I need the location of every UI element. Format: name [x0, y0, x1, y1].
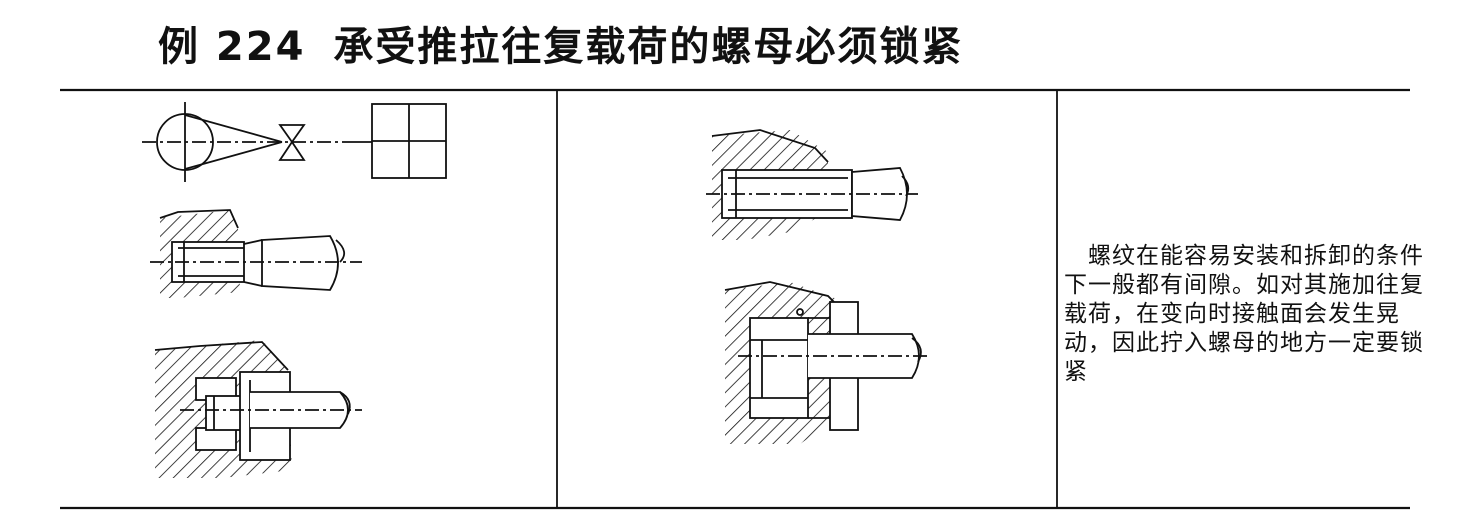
description-text: 螺纹在能容易安装和拆卸的条件下一般都有间隙。如对其施加往复载荷，在变向时接触面会… [1064, 242, 1424, 387]
title-text: 承受推拉往复载荷的螺母必须锁紧 [333, 24, 964, 70]
mechanism-symbol [142, 102, 447, 182]
bad-example-nut-play [154, 340, 362, 478]
example-number: 例 224 [158, 24, 306, 70]
bad-example-loose-stud [150, 209, 362, 298]
page-title: 例 224 承受推拉往复载荷的螺母必须锁紧 [158, 14, 963, 72]
good-example-locked-nut [724, 281, 930, 444]
good-example-stud [706, 129, 918, 240]
description-paragraph: 螺纹在能容易安装和拆卸的条件下一般都有间隙。如对其施加往复载荷，在变向时接触面会… [1064, 243, 1424, 385]
